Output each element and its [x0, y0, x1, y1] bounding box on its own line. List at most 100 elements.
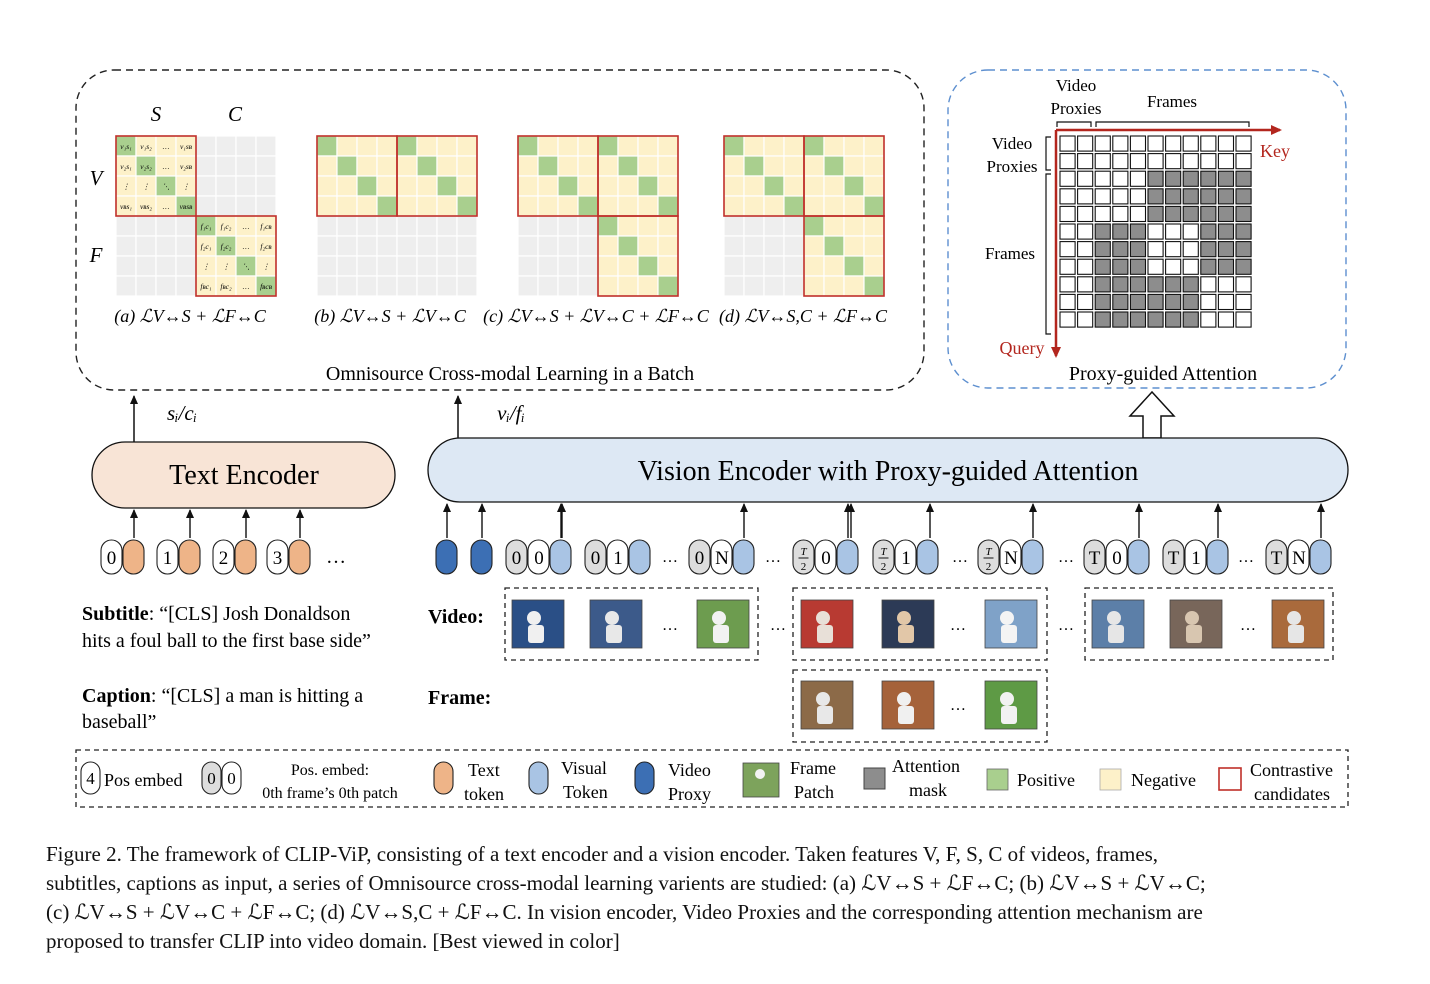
- matrix-cell-label: ⋱: [162, 182, 170, 191]
- pos-embed-label: 3: [273, 548, 283, 569]
- attention-mask-cell: [1147, 170, 1164, 187]
- patch-pos-embed: [814, 539, 837, 575]
- attn-col-brace-frames: [1095, 121, 1250, 127]
- attention-open-cell: [1147, 153, 1164, 170]
- matrix-cell: [723, 255, 745, 277]
- matrix-cell: [517, 235, 539, 257]
- legend-frame-patch-figure: [755, 769, 765, 779]
- legend-frame-patch-icon: [742, 762, 780, 798]
- matrix-cell: [843, 215, 865, 237]
- matrix-cell: [577, 275, 599, 297]
- matrix-cell: [557, 175, 579, 197]
- variant-b-label: (b) ℒV↔S + ℒV↔C: [314, 306, 467, 327]
- frame-pos-embed: [688, 539, 711, 575]
- matrix-cell-label: fʙcʙ: [260, 282, 273, 291]
- query-label: Query: [1000, 338, 1045, 358]
- attention-mask-cell: [1165, 170, 1182, 187]
- pos-embed-label: 1: [613, 548, 623, 569]
- matrix-cell: [517, 195, 539, 217]
- attention-mask-cell: [1182, 170, 1199, 187]
- text-token: [122, 539, 145, 575]
- attention-open-cell: [1217, 135, 1235, 152]
- matrix-cell: [723, 195, 745, 217]
- pos-embed-label: 2: [801, 561, 807, 573]
- matrix-cell: [783, 255, 805, 277]
- row-label-f: F: [89, 243, 103, 267]
- matrix-cell-label: f₁c₂: [221, 222, 232, 231]
- matrix-cell: [115, 215, 137, 237]
- matrix-cell: [537, 275, 559, 297]
- matrix-cell: [255, 135, 277, 157]
- matrix-cell: [823, 135, 845, 157]
- frame-pos-embed: [584, 539, 607, 575]
- matrix-cell: [396, 215, 418, 237]
- attention-open-cell: [1147, 241, 1164, 258]
- omnisource-title: Omnisource Cross-modal Learning in a Bat…: [326, 363, 694, 385]
- attention-open-cell: [1059, 223, 1076, 240]
- matrix-cell: [577, 255, 599, 277]
- matrix-cell-label: …: [243, 242, 250, 251]
- video-group-3: [1084, 587, 1334, 661]
- variant-c-label: (c) ℒV↔S + ℒV↔C + ℒF↔C: [483, 306, 710, 327]
- attention-mask-cell: [1182, 293, 1199, 311]
- matrix-cell: [723, 275, 745, 297]
- text-pos-embed: [156, 539, 179, 575]
- attention-mask-cell: [1112, 241, 1129, 258]
- matrix-cell: [617, 155, 639, 177]
- frame-pos-embed: [872, 539, 895, 575]
- matrix-cell-label: f₁c₁: [201, 222, 212, 231]
- attention-mask-cell: [1129, 223, 1147, 240]
- attention-mask-cell: [1200, 241, 1217, 258]
- frame-patch: [800, 680, 854, 730]
- legend-video-proxy-1: Video: [668, 760, 711, 780]
- matrix-cell: [396, 275, 418, 297]
- frame-pos-embed: [1162, 539, 1185, 575]
- matrix-cell: [803, 195, 825, 217]
- matrix-cell: [537, 195, 559, 217]
- matrix-cell: [416, 235, 438, 257]
- matrix-d: [723, 135, 885, 297]
- matrix-cell-label: ⋮: [182, 182, 190, 191]
- matrix-cell: [456, 215, 478, 237]
- matrix-cell: [803, 275, 825, 297]
- matrix-cell: [537, 255, 559, 277]
- attention-mask-cell: [1094, 223, 1111, 240]
- pos-embed-label: 0: [591, 548, 601, 569]
- legend-frame-patch-2: Patch: [794, 782, 834, 802]
- matrix-cell: [356, 195, 378, 217]
- attention-mask-cell: [1235, 258, 1252, 275]
- attention-open-cell: [1094, 205, 1111, 223]
- frame-pos-embed: [505, 539, 528, 575]
- attention-open-cell: [1235, 153, 1252, 170]
- attention-mask-cell: [1200, 223, 1217, 240]
- attention-mask-cell: [1165, 205, 1182, 223]
- attention-open-cell: [1182, 258, 1199, 275]
- matrix-cell: [803, 135, 825, 157]
- matrix-cell: [803, 235, 825, 257]
- attention-open-cell: [1165, 241, 1182, 258]
- matrix-cell-label: f₂c₁: [201, 242, 212, 251]
- attn-row-brace-frames: [1045, 173, 1051, 335]
- text-output-label: sᵢ/cᵢ: [167, 401, 197, 425]
- pos-embed-label: 1: [1191, 548, 1201, 569]
- attention-open-cell: [1235, 293, 1252, 311]
- matrix-cell: [416, 155, 438, 177]
- patch-pos-embed: [1287, 539, 1310, 575]
- patch-ellipsis: …: [1240, 617, 1256, 634]
- pos-embed-label: T: [1168, 548, 1180, 569]
- omnisource-panel: [75, 69, 925, 391]
- attention-open-cell: [1077, 241, 1094, 258]
- contrastive-block: [597, 215, 679, 297]
- vision-encoder-label: Vision Encoder with Proxy-guided Attenti…: [638, 456, 1139, 487]
- matrix-cell: [235, 135, 257, 157]
- video-frame-patch: [511, 599, 565, 649]
- attention-open-cell: [1165, 223, 1182, 240]
- pos-embed-label: T: [1089, 548, 1101, 569]
- matrix-cell: [637, 175, 659, 197]
- frame-patch: [881, 680, 935, 730]
- matrix-cell: [195, 155, 217, 177]
- visual-token: [732, 539, 755, 575]
- matrix-cell: [255, 175, 277, 197]
- attention-mask-cell: [1235, 223, 1252, 240]
- attention-open-cell: [1200, 276, 1217, 293]
